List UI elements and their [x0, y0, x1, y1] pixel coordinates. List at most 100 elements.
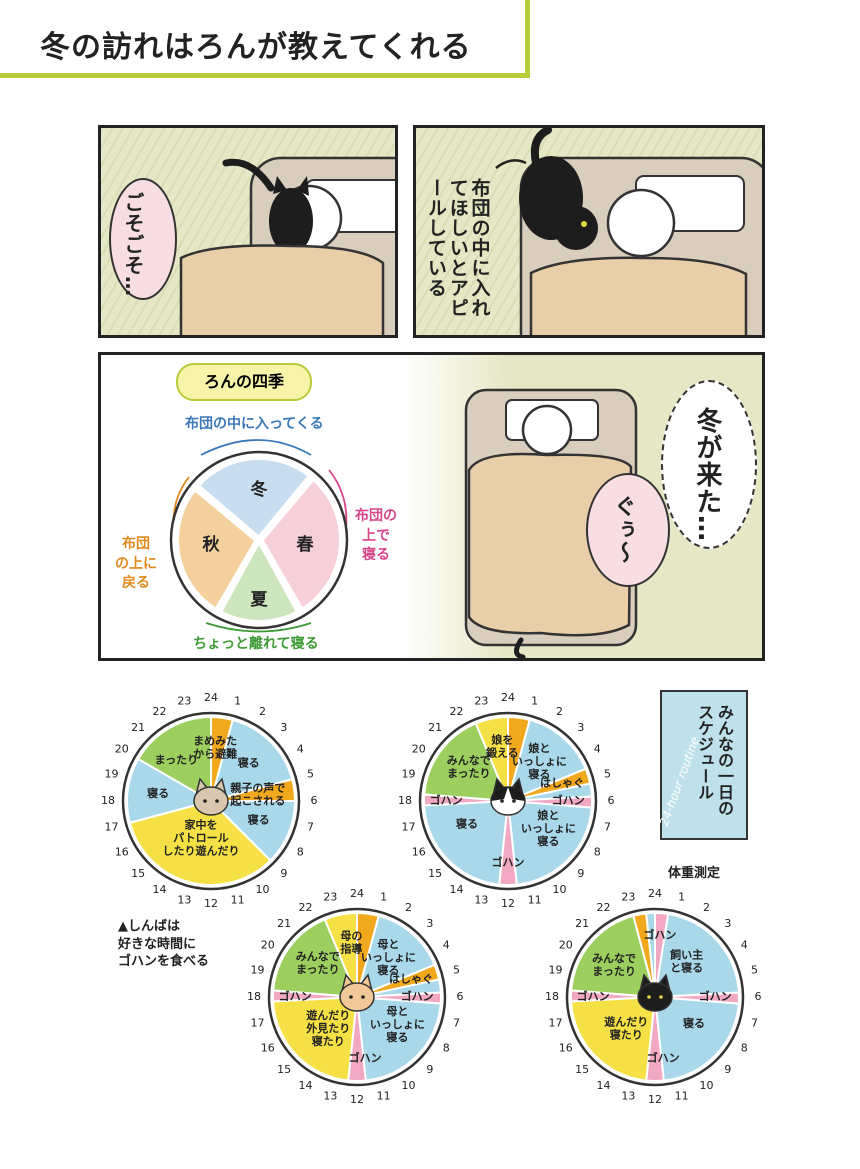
clock-activity-label: ゴハン — [430, 793, 463, 807]
clock-activity-label: ゴハン — [552, 793, 585, 807]
clock-hour-number: 14 — [299, 1079, 313, 1092]
clock-segment — [128, 799, 272, 886]
clock-hour-number: 8 — [741, 1042, 748, 1055]
clock-hour-number: 1 — [531, 695, 538, 708]
hachiware-cat-icon — [490, 777, 526, 816]
clock-hour-number: 19 — [549, 963, 563, 976]
comic-panel-3: ろんの四季 布団の中に入ってくる ちょっと離れて寝る 布団の 上で 寝る 布団 … — [98, 352, 765, 661]
clock-segment — [653, 995, 740, 1082]
clock-activity-label: 親子の声で — [230, 780, 285, 794]
clock-hour-number: 11 — [675, 1089, 689, 1102]
clock-hour-number: 18 — [101, 794, 115, 807]
clock-activity-label: 寝る — [683, 1016, 705, 1030]
clock-activity-label: 遊んだり — [306, 1008, 350, 1022]
clock-activity-label: 寝る — [147, 786, 169, 800]
clock-hour-number: 24 — [501, 691, 515, 704]
clock-segment — [208, 800, 297, 862]
clock-segment — [136, 715, 212, 803]
clock-activity-label: 寝る — [238, 755, 260, 769]
clock-activity-label: みんなで — [447, 754, 491, 767]
clock-hour-number: 10 — [256, 883, 270, 896]
clock-activity-label: 母と — [377, 938, 399, 951]
season-segment-summer — [222, 545, 296, 620]
clock-hour-number: 17 — [105, 821, 119, 834]
clock-activity-label: 寝る — [386, 1030, 408, 1044]
clock-hour-number: 5 — [751, 963, 758, 976]
clock-activity-label: ゴハン — [279, 989, 312, 1003]
comic-panel-1: ごそごそ… — [98, 125, 398, 338]
clock-activity-label: ゴハン — [349, 1050, 382, 1064]
clock-activity-label: 寝る — [377, 963, 399, 977]
season-text-spring: 春 — [297, 534, 314, 555]
clock-activity-label: 寝る — [248, 813, 270, 827]
clock-activity-label: みんなで — [592, 952, 636, 965]
clock-segment — [209, 718, 294, 803]
label-summer: ちょっと離れて寝る — [193, 636, 319, 652]
clock-hour-number: 10 — [402, 1079, 416, 1092]
clock-hour-number: 11 — [377, 1089, 391, 1102]
clock-hour-number: 2 — [556, 705, 563, 718]
clock-activity-label: 娘と — [528, 741, 550, 755]
clock-activity-label: 家中を — [184, 817, 217, 831]
clock-activity-label: いっしょに — [370, 1018, 425, 1031]
sound-bubble: ごそごそ… — [109, 178, 177, 300]
clock-hour-number: 21 — [428, 721, 442, 734]
page-title: 冬の訪れはろんが教えてくれる — [40, 30, 472, 65]
clock-hour-number: 15 — [277, 1063, 291, 1076]
clock-hour-number: 10 — [700, 1079, 714, 1092]
summer-arrow — [205, 622, 312, 633]
clock-hour-number: 20 — [559, 939, 573, 952]
clock-hour-number: 11 — [231, 893, 245, 906]
schedule-title: みんなの一日のスケジュール — [695, 704, 734, 816]
clock-hour-number: 8 — [594, 846, 601, 859]
clock-hour-number: 15 — [131, 867, 145, 880]
clock-activity-label: 母の — [340, 930, 362, 943]
clock-hour-number: 4 — [443, 939, 450, 952]
shiba-dog-icon — [339, 973, 375, 1012]
clock-activity-label: 寝る — [537, 834, 559, 848]
clock-hour-number: 17 — [402, 821, 416, 834]
clock-hour-number: 23 — [621, 891, 635, 904]
clock-activity-label: まめみた — [193, 734, 237, 747]
clock-activity-label: 寝る — [456, 817, 478, 831]
clock-hour-number: 5 — [307, 767, 314, 780]
clock-hour-number: 2 — [703, 901, 710, 914]
clock-hour-number: 14 — [597, 1079, 611, 1092]
clock-hour-number: 3 — [577, 721, 584, 734]
clock-hour-number: 1 — [234, 695, 241, 708]
clock-hour-number: 8 — [443, 1042, 450, 1055]
snore-bubble: ぐぅ〜 — [586, 473, 670, 587]
clock-hour-number: 11 — [528, 893, 542, 906]
season-text-summer: 夏 — [251, 590, 269, 610]
clock-activity-label: ゴハン — [401, 989, 434, 1003]
clock-hour-number: 13 — [474, 893, 488, 906]
season-segment-autumn — [179, 491, 255, 608]
clock-hour-number: 7 — [604, 821, 611, 834]
clock-segment — [272, 918, 359, 999]
clock-hour-number: 4 — [594, 743, 601, 756]
clock-segment — [423, 722, 510, 803]
clock-hour-number: 13 — [323, 1089, 337, 1102]
clock-hour-number: 14 — [450, 883, 464, 896]
clock-hour-number: 4 — [297, 743, 304, 756]
clock-hour-number: 3 — [426, 917, 433, 930]
clock-hour-number: 12 — [501, 897, 515, 910]
bed-illustration — [179, 156, 395, 335]
clock-hour-number: 20 — [261, 939, 275, 952]
clock-hour-number: 9 — [426, 1063, 433, 1076]
clock-hour-number: 2 — [405, 901, 412, 914]
clock-activity-label: いっしょに — [361, 951, 416, 964]
sleeping-bed-illustration — [464, 388, 638, 658]
clock-hour-number: 22 — [153, 705, 167, 718]
shinba-note: ▲しんばは 好きな時間に ゴハンを食べる — [118, 919, 210, 970]
clock-hour-number: 18 — [247, 990, 261, 1003]
clock-activity-label: 起こされる — [229, 793, 285, 807]
clock-segment — [126, 757, 214, 824]
clock-hour-number: 5 — [604, 767, 611, 780]
clock-hour-number: 7 — [751, 1017, 758, 1030]
clock-activity-label: はしゃぐ — [389, 972, 433, 985]
